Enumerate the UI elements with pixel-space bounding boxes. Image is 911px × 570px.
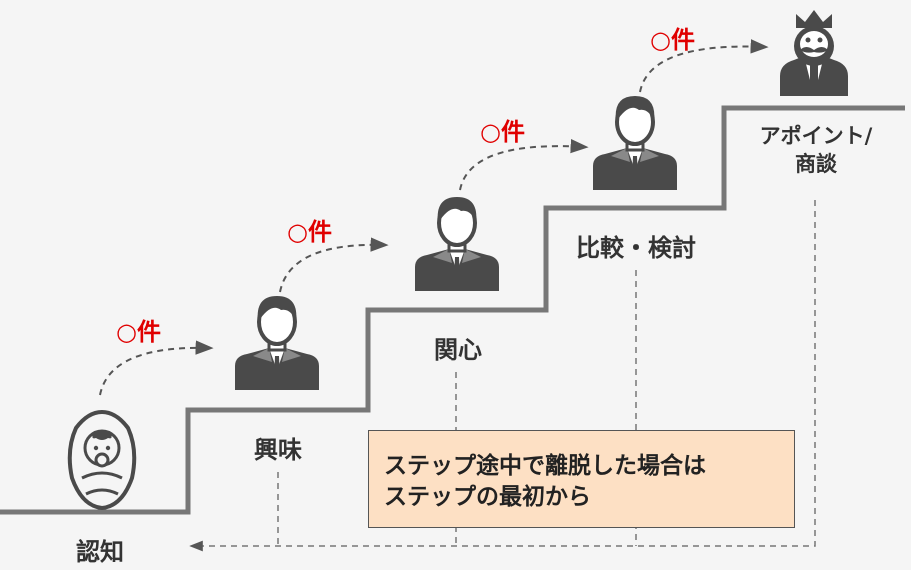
stage-label-comparison: 比較・検討 (576, 234, 696, 262)
progress-arrow-2 (279, 237, 389, 293)
progress-arrow-4 (639, 39, 769, 93)
king-icon (780, 10, 848, 96)
count-label-4: ○件 (650, 26, 695, 54)
staircase-line (0, 105, 905, 515)
return-arrow (189, 200, 816, 552)
progress-arrow-3 (459, 138, 589, 191)
stage-label-concern: 関心 (434, 336, 482, 364)
count-label-1: ○件 (116, 318, 161, 346)
progress-arrow-1 (99, 340, 214, 396)
stage-label-appointment-line2: 商談 (795, 152, 837, 176)
stage-label-awareness: 認知 (76, 538, 124, 566)
stage-label-appointment-line1: アポイント/ (759, 124, 873, 148)
stage-label-appointment: アポイント/ 商談 (744, 122, 888, 178)
note-line-1: ステップ途中で離脱した場合は (384, 453, 706, 479)
business-person-icon (591, 94, 679, 192)
baby-icon (67, 409, 137, 511)
count-label-2: ○件 (287, 218, 332, 246)
stage-label-interest: 興味 (254, 436, 302, 464)
count-label-3: ○件 (480, 118, 525, 146)
business-person-icon (233, 294, 321, 392)
note-line-2: ステップの最初から (384, 484, 591, 510)
note-box: ステップ途中で離脱した場合は ステップの最初から (368, 430, 795, 528)
business-person-icon (413, 195, 501, 293)
